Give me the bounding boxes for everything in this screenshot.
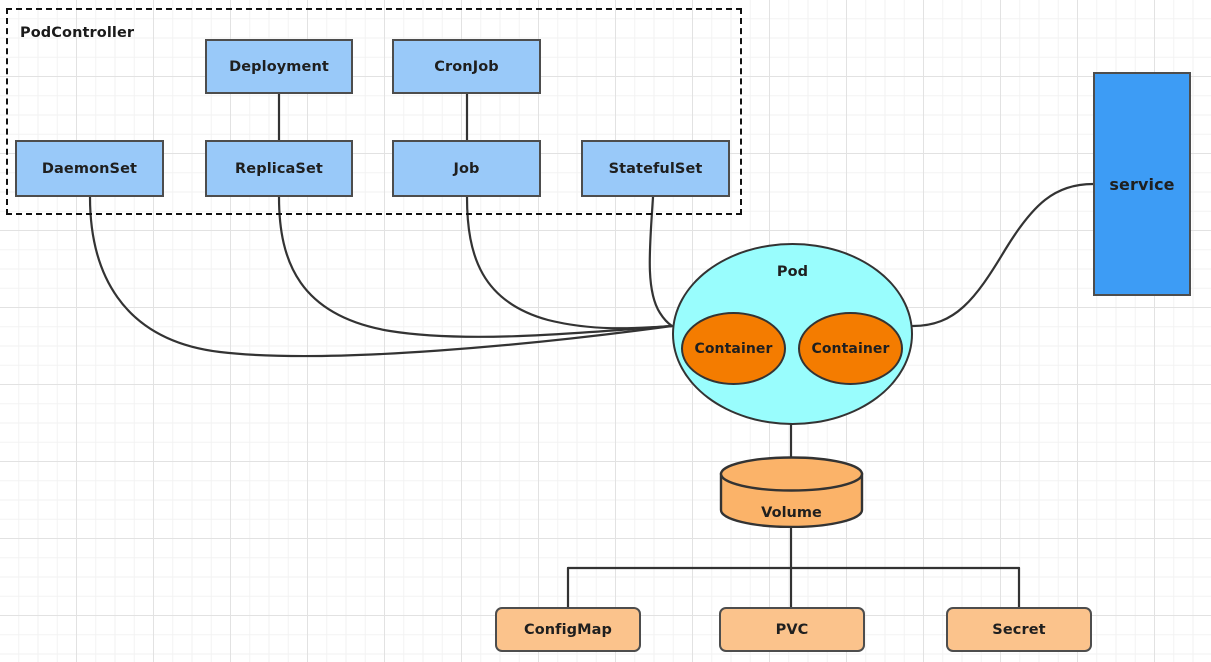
node-replicaset-label: ReplicaSet (235, 160, 323, 177)
node-job[interactable]: Job (392, 140, 541, 197)
node-cronjob[interactable]: CronJob (392, 39, 541, 94)
node-configmap-label: ConfigMap (523, 621, 613, 638)
edge-pod-service (911, 182, 1095, 328)
node-statefulset[interactable]: StatefulSet (581, 140, 730, 197)
node-pvc[interactable]: PVC (719, 607, 865, 652)
pod-controller-group (6, 8, 742, 215)
node-container-left-label: Container (694, 340, 773, 357)
node-daemonset[interactable]: DaemonSet (15, 140, 164, 197)
pod-controller-group-label: PodController (20, 25, 135, 41)
edge-replicaset-pod (277, 195, 674, 338)
node-job-label: Job (453, 160, 480, 177)
node-container-right-label: Container (811, 340, 890, 357)
node-configmap[interactable]: ConfigMap (495, 607, 641, 652)
node-volume[interactable] (719, 456, 864, 529)
node-cronjob-label: CronJob (434, 58, 499, 75)
node-pvc-label: PVC (775, 621, 809, 638)
node-replicaset[interactable]: ReplicaSet (205, 140, 353, 197)
node-statefulset-label: StatefulSet (608, 160, 703, 177)
node-container-right[interactable]: Container (798, 312, 903, 385)
node-daemonset-label: DaemonSet (41, 160, 138, 177)
edge-daemonset-pod (88, 195, 674, 358)
node-volume-label: Volume (761, 505, 822, 521)
node-container-left[interactable]: Container (681, 312, 786, 385)
node-service[interactable]: service (1093, 72, 1191, 296)
node-pod-label: Pod (776, 264, 809, 280)
node-service-label: service (1109, 174, 1175, 194)
node-secret-label: Secret (992, 621, 1046, 638)
node-deployment-label: Deployment (229, 58, 329, 75)
node-secret[interactable]: Secret (946, 607, 1092, 652)
volume-cylinder-shape (719, 456, 864, 529)
edge-job-pod (465, 195, 674, 330)
node-deployment[interactable]: Deployment (205, 39, 353, 94)
edge-statefulset-pod (648, 195, 674, 328)
